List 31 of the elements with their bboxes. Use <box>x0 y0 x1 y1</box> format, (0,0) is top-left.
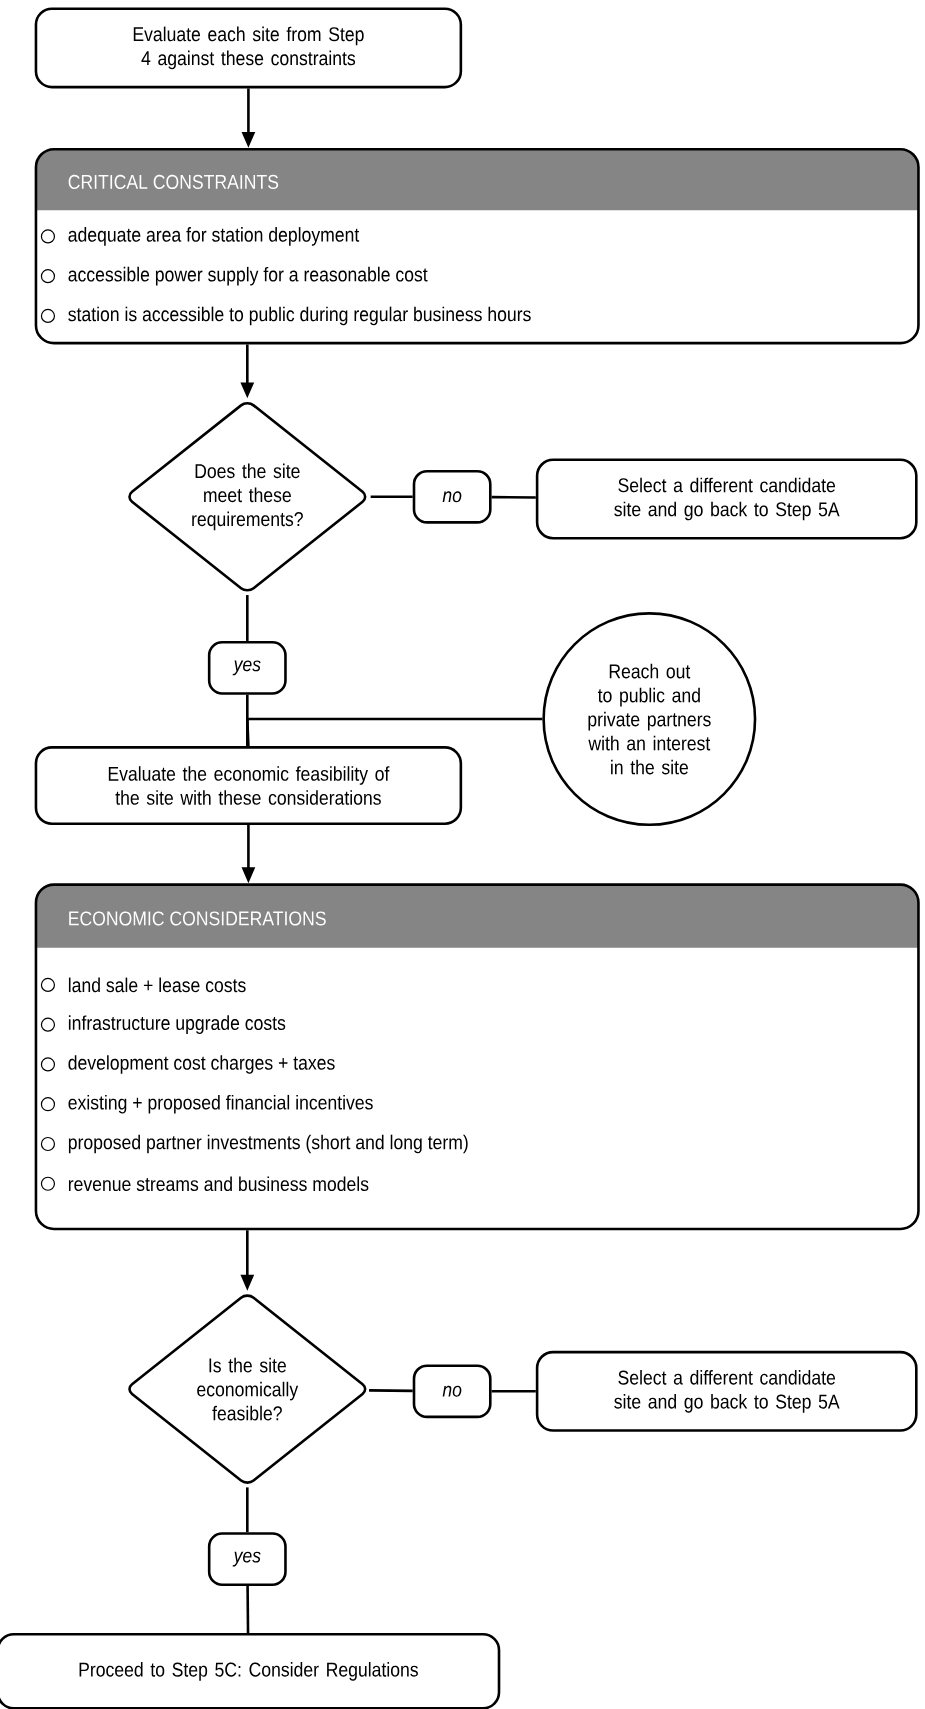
list-item: development cost charges + taxes <box>40 1055 335 1074</box>
connector-line <box>245 717 543 747</box>
connector-line <box>491 495 536 499</box>
constraints-panel <box>34 147 920 345</box>
process-box: Evaluate each site from Step 4 against these constraints <box>34 7 463 89</box>
connector-line <box>370 495 413 499</box>
list-item: adequate area for station deployment <box>40 227 360 246</box>
considerations-panel <box>34 883 920 1231</box>
list-item: revenue streams and business models <box>40 1176 369 1192</box>
panel-heading: CRITICAL CONSTRAINTS <box>68 174 279 189</box>
process-box: Select a different candidate site and go back to Step 5A <box>535 1350 918 1432</box>
connector-line <box>246 694 249 747</box>
process-box: Select a different candidate site and go back to Step 5A <box>535 458 918 540</box>
connector-line <box>369 1389 413 1393</box>
list-item: land sale + lease costs <box>40 977 246 993</box>
connector-line <box>246 595 249 641</box>
process-box: Proceed to Step 5C: Consider Regulations <box>0 1632 501 1709</box>
connector-line <box>246 1487 249 1533</box>
process-box: Evaluate the economic feasibility of the site with these considerations <box>34 746 463 825</box>
answer-box: no <box>412 469 492 524</box>
connector-line <box>491 1390 536 1393</box>
list-item: infrastructure upgrade costs <box>40 1015 286 1034</box>
list-item: station is accessible to public during regular business hours <box>40 306 531 326</box>
connector-line <box>246 1585 250 1633</box>
panel-heading: ECONOMIC CONSIDERATIONS <box>69 911 326 926</box>
answer-box: yes <box>207 640 287 695</box>
answer-box: yes <box>207 1532 287 1586</box>
list-item: accessible power supply for a reasonable cost <box>40 266 428 286</box>
list-item: existing + proposed financial incentives <box>40 1094 373 1114</box>
answer-box: no <box>412 1364 492 1419</box>
list-item: proposed partner investments (short and long term) <box>40 1134 468 1154</box>
